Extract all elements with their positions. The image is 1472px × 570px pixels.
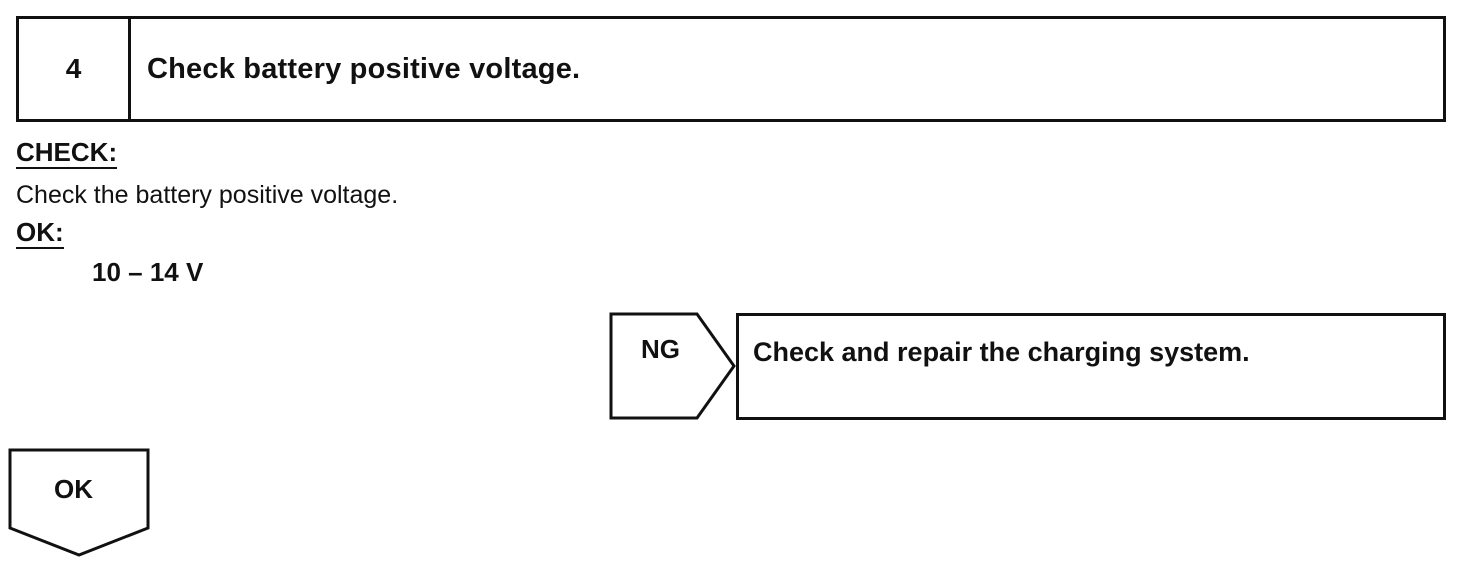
ok-spec-value: 10 – 14 V [92,257,204,287]
check-instruction: Check the battery positive voltage. [16,181,399,209]
ok-spec-heading: OK: [16,217,64,249]
ng-action-text: Check and repair the charging system. [753,337,1250,367]
ok-arrow-shape [8,448,150,557]
step-title: Check battery positive voltage. [147,52,581,85]
ng-action-box: Check and repair the charging system. [736,313,1446,420]
ok-branch-label: OK [54,474,93,504]
check-heading: CHECK: [16,137,118,169]
step-header-box: 4 Check battery positive voltage. [16,16,1446,122]
ng-arrow-shape [609,312,736,420]
ng-branch-label: NG [641,334,680,364]
step-number: 4 [19,19,131,119]
